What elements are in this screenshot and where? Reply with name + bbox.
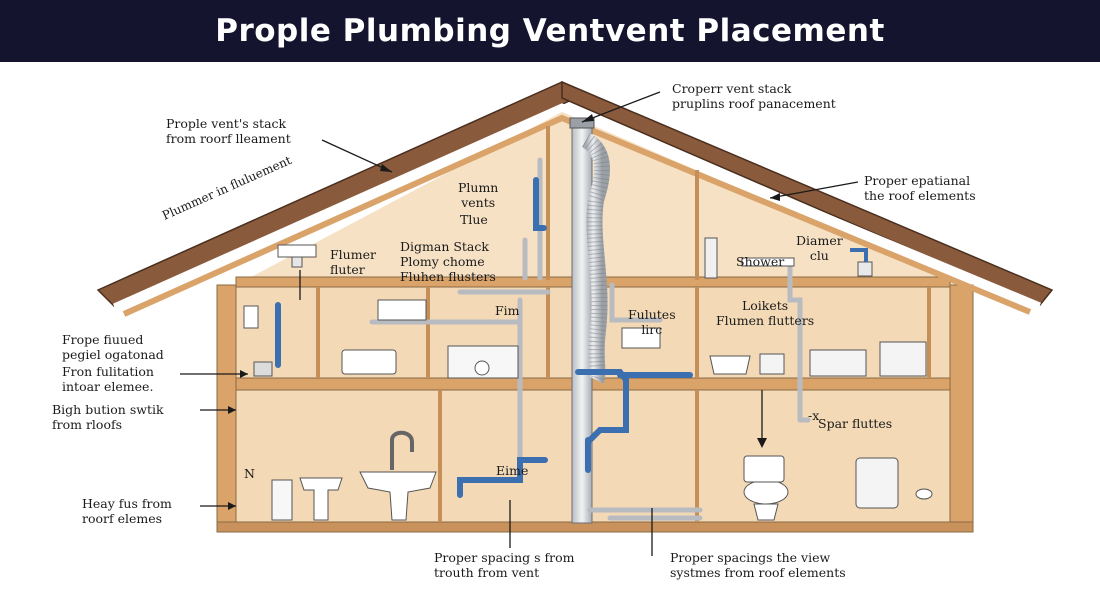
wall-panel-1 (243, 305, 259, 329)
arrow-heads (228, 114, 780, 510)
house-frame-right (949, 284, 974, 531)
title-bar: Prople Plumbing Ventvent Placement (0, 0, 1100, 62)
middle-floor-fixtures (243, 299, 927, 379)
attic-fluter-box (277, 244, 317, 258)
shower-label: Shower (736, 254, 785, 269)
water-heater (855, 457, 899, 509)
appliance-1 (759, 353, 785, 375)
roof-fascia (112, 103, 1041, 309)
tlue-label: Tlue (460, 212, 488, 227)
floor-bottom (216, 521, 974, 533)
attic-wall (236, 112, 973, 290)
toilet-tank (743, 455, 785, 483)
toilet-bowl (743, 479, 789, 505)
appliance-2 (809, 349, 867, 377)
faucet (390, 430, 414, 470)
dash-x-label: -x (808, 408, 820, 423)
drain-pipes (275, 177, 693, 498)
attic-tank (857, 261, 873, 277)
leader-lines (180, 91, 859, 556)
house-frame-left (216, 284, 237, 531)
appliance-3 (879, 341, 927, 377)
fixture-base-1 (253, 361, 273, 377)
n-mark-label: N (244, 466, 255, 481)
ground-floor-fixtures (271, 430, 933, 521)
sink-1 (341, 349, 397, 375)
bowl-1 (709, 355, 751, 375)
spar-flutes-label: Spar fluttes (818, 416, 893, 431)
pedestal-sink-2 (359, 471, 437, 521)
flutes-box (621, 327, 661, 349)
sink-pedestal-1 (299, 477, 343, 521)
eime-label: Eime (496, 463, 529, 478)
page-title: Prople Plumbing Ventvent Placement (215, 13, 885, 49)
vent-pipes (369, 157, 811, 521)
main-vent-stack (569, 117, 610, 524)
house-cutaway-diagram (96, 80, 1054, 556)
tank-1 (377, 299, 427, 321)
wall-studs (316, 126, 931, 522)
fim-label: Fim (495, 303, 520, 318)
floor-middle (235, 377, 951, 391)
shower-valve (704, 237, 718, 279)
cabinet-1 (271, 479, 293, 521)
roof (96, 80, 1054, 317)
attic-fixtures (277, 237, 873, 279)
